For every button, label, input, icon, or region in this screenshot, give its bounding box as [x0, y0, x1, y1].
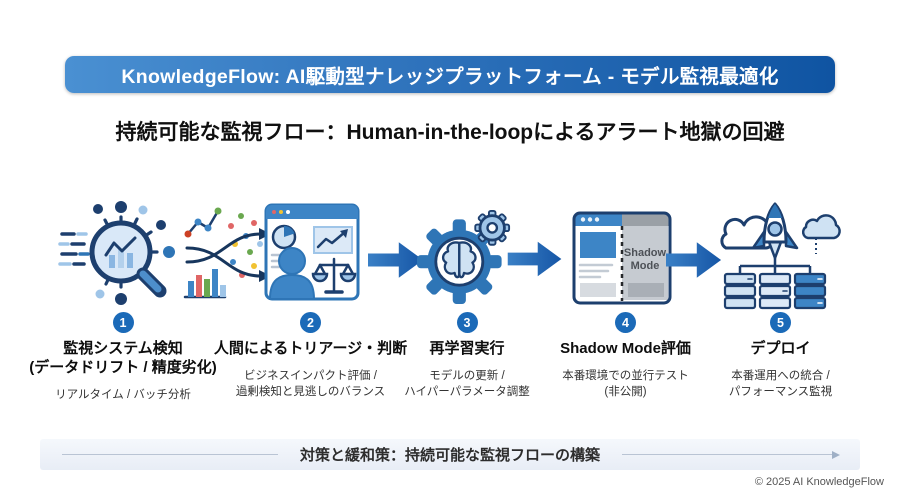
step-number-badge: 5	[770, 312, 791, 333]
step-title: 人間によるトリアージ・判断	[213, 340, 408, 357]
step-title: 再学習実行	[429, 340, 505, 357]
footer-banner-text: 対策と緩和策：持続可能な監視フローの構築	[300, 447, 601, 464]
step-number-badge: 4	[615, 312, 636, 333]
rocket-deploy-servers-icon	[720, 202, 841, 310]
monitoring-network-magnifier-icon	[58, 201, 175, 305]
step-subtext: ビジネスインパクト評価 / 過剰検知と見逃しのバランス	[235, 369, 386, 398]
footer-banner: 対策と緩和策：持続可能な監視フローの構築	[40, 439, 860, 470]
shadow-mode-label-line2: Mode	[631, 260, 660, 272]
step-number-badge: 3	[456, 312, 478, 333]
human-triage-dashboard-icon	[264, 203, 360, 301]
gear-brain-icon	[417, 209, 511, 304]
step-4: 4 Shadow Mode評価 本番環境での並行テスト (非公開)	[538, 312, 713, 400]
header-title: KnowledgeFlow: AI駆動型ナレッジプラットフォーム - モデル監視…	[121, 66, 779, 88]
footer-rule-right-arrow	[622, 450, 841, 459]
step-number-badge: 2	[300, 312, 321, 333]
step-2: 2 人間によるトリアージ・判断 ビジネスインパクト評価 / 過剰検知と見逃しのバ…	[213, 312, 408, 400]
slide-subtitle: 持続可能な監視フロー：Human-in-the-loopによるアラート地獄の回避	[115, 121, 785, 144]
step-title-line2: (データドリフト / 精度劣化)	[29, 358, 217, 376]
footer-rule-left	[62, 454, 278, 455]
step-5: 5 デプロイ 本番運用への統合 / パフォーマンス監視	[698, 312, 863, 400]
step-title: Shadow Mode評価	[560, 340, 691, 357]
shadow-mode-label-line1: Shadow	[624, 247, 667, 259]
step-subtext: 本番環境での並行テスト (非公開)	[562, 369, 689, 398]
flow-arrow-icon	[368, 242, 424, 278]
step-title: デプロイ	[750, 340, 811, 357]
step-subtext: 本番運用への統合 / パフォーマンス監視	[728, 369, 833, 398]
copyright-text: © 2025 AI KnowledgeFlow	[754, 476, 884, 488]
step-3: 3 再学習実行 モデルの更新 / ハイパーパラメータ調整	[393, 312, 541, 400]
step-subtext: リアルタイム / バッチ分析	[55, 388, 191, 401]
shadow-mode-window-icon: Shadow Mode	[572, 211, 672, 305]
flow-arrow-icon	[666, 242, 722, 278]
step-subtext: モデルの更新 / ハイパーパラメータ調整	[404, 369, 530, 398]
step-1: 1 監視システム検知 (データドリフト / 精度劣化) リアルタイム / バッチ…	[28, 312, 218, 403]
step-number-badge: 1	[112, 312, 134, 333]
header-banner: KnowledgeFlow: AI駆動型ナレッジプラットフォーム - モデル監視…	[65, 56, 835, 93]
step-title: 監視システム検知	[63, 340, 183, 357]
flow-arrow-icon	[507, 241, 562, 277]
